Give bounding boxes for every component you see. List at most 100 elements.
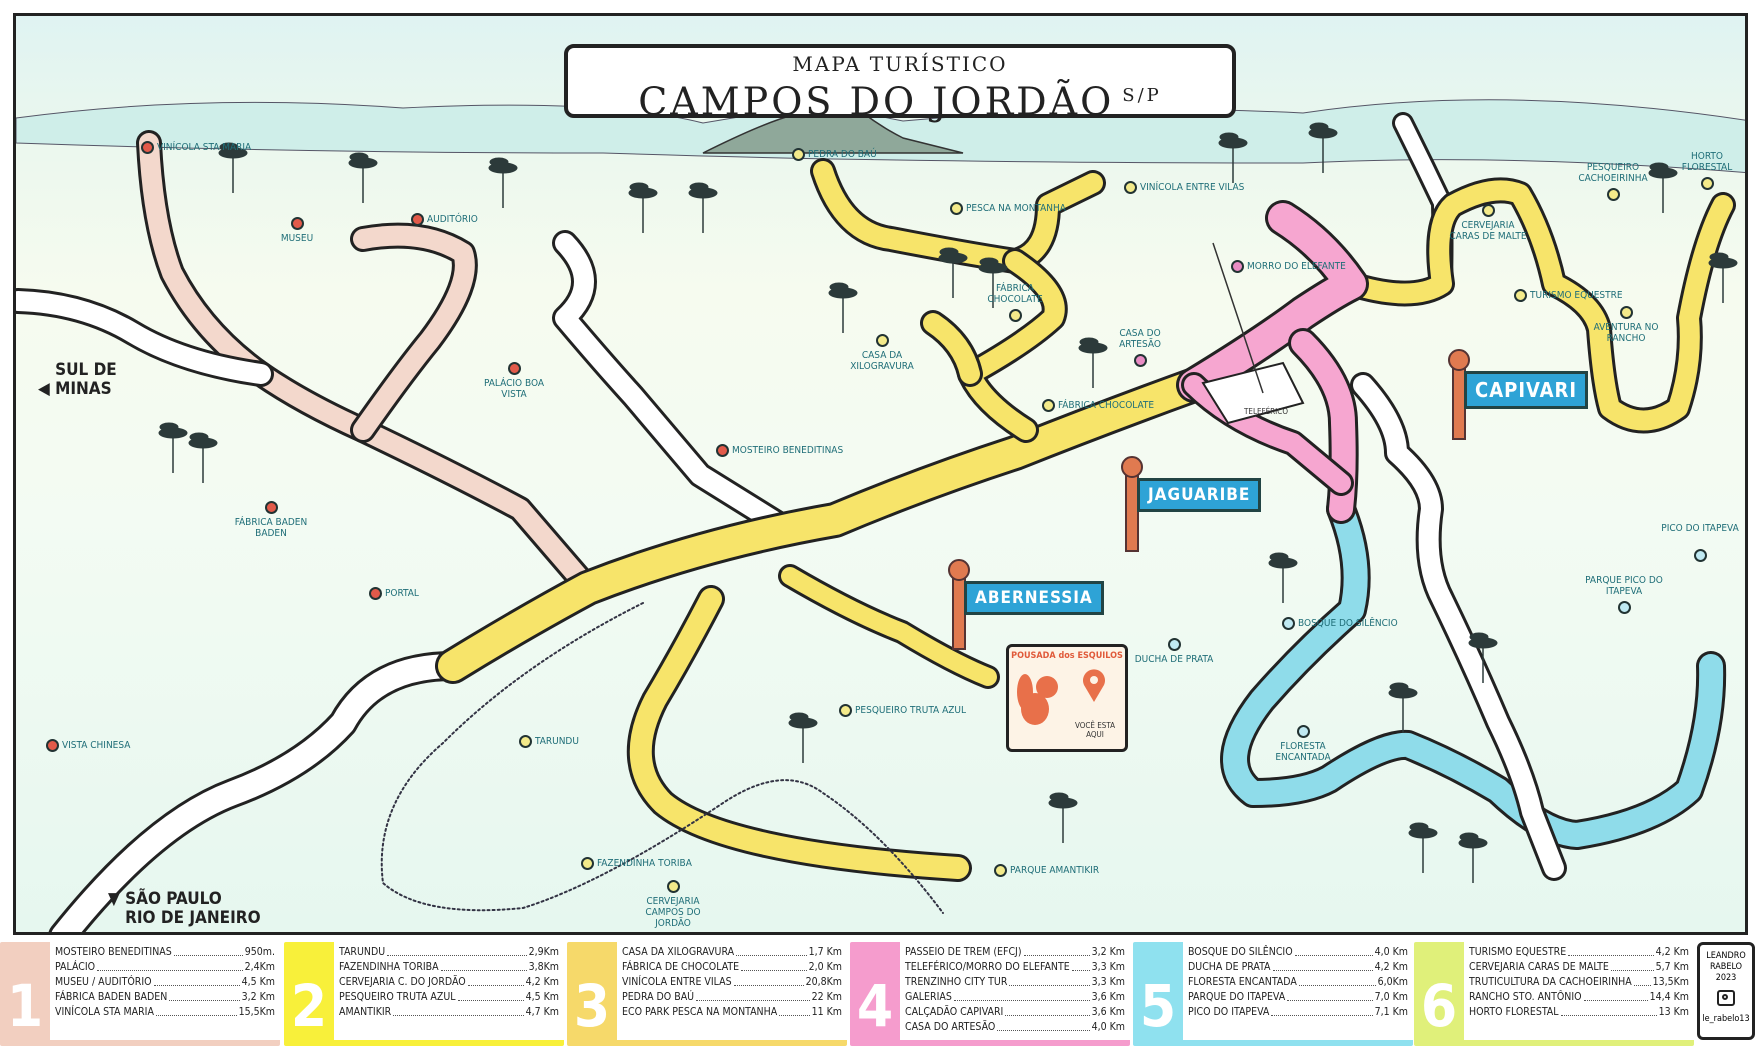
poi-marker[interactable] [667, 880, 680, 893]
road-beige [16, 130, 803, 932]
poi-marker[interactable] [1134, 354, 1147, 367]
poi-label[interactable]: PARQUE AMANTIKIR [1010, 865, 1100, 876]
poi-label[interactable]: PESQUEIRO TRUTA AZUL [855, 705, 966, 716]
poi-marker[interactable] [1297, 725, 1310, 738]
poi-label[interactable]: DUCHA DE PRATA [1134, 654, 1214, 665]
poi-label[interactable]: CASA DA XILOGRAVURA [850, 350, 914, 372]
poi-label[interactable]: PEDRA DO BAÚ [808, 149, 877, 160]
legend-item-distance: 14,4 Km [1649, 991, 1689, 1003]
poi-marker[interactable] [994, 864, 1007, 877]
legend-group-number: 2 [290, 972, 328, 1040]
poi-marker[interactable] [1168, 638, 1181, 651]
poi-label[interactable]: TARUNDU [535, 736, 579, 747]
legend-item-distance: 5,7 Km [1655, 961, 1689, 973]
poi-marker[interactable] [1607, 188, 1620, 201]
poi-label[interactable]: HORTO FLORESTAL [1681, 151, 1733, 173]
poi-marker[interactable] [792, 148, 805, 161]
poi-marker[interactable] [1514, 289, 1527, 302]
poi-label[interactable]: PESQUEIRO CACHOEIRINHA [1578, 162, 1648, 184]
poi-label[interactable]: MORRO DO ELEFANTE [1247, 261, 1346, 272]
poi-marker[interactable] [291, 217, 304, 230]
poi-marker[interactable] [1618, 601, 1631, 614]
author-handle[interactable]: le_rabelo13 [1702, 1014, 1750, 1024]
region-label: RIO DE JANEIRO [125, 908, 261, 928]
poi-label[interactable]: PORTAL [385, 588, 419, 599]
poi-marker[interactable] [411, 213, 424, 226]
legend-item-distance: 3,2 Km [1091, 946, 1125, 958]
poi-marker[interactable] [508, 362, 521, 375]
poi-label[interactable]: TURISMO EQUESTRE [1530, 290, 1623, 301]
poi-marker[interactable] [581, 857, 594, 870]
poi-label[interactable]: FAZENDINHA TORIBA [597, 858, 692, 869]
legend-item-name: PARQUE DO ITAPEVA [1188, 991, 1286, 1003]
poi-label[interactable]: CERVEJARIA CAMPOS DO JORDÃO [645, 896, 701, 929]
poi-label[interactable]: VISTA CHINESA [62, 740, 131, 751]
legend-item-distance: 2,9Km [528, 946, 559, 958]
poi-marker[interactable] [265, 501, 278, 514]
dotted-leader [1610, 970, 1654, 971]
poi-label[interactable]: PALÁCIO BOA VISTA [483, 378, 545, 400]
legend-item-distance: 1,7 Km [808, 946, 842, 958]
poi-label[interactable]: PARQUE PICO DO ITAPEVA [1585, 575, 1663, 597]
poi-label[interactable]: MOSTEIRO BENEDITINAS [732, 445, 844, 456]
dotted-leader [393, 1015, 524, 1016]
poi-label[interactable]: AVENTURA NO RANCHO [1593, 322, 1659, 344]
poi-marker[interactable] [141, 141, 154, 154]
legend-item-distance: 7,0 Km [1374, 991, 1408, 1003]
poi-marker[interactable] [876, 334, 889, 347]
poi-marker[interactable] [1694, 549, 1707, 562]
legend-item-distance: 2,4Km [244, 961, 275, 973]
poi-label[interactable]: BOSQUE DO SILÊNCIO [1298, 618, 1398, 629]
poi-marker[interactable] [950, 202, 963, 215]
legend-item-name: MUSEU / AUDITÓRIO [55, 976, 152, 988]
dotted-leader [97, 970, 243, 971]
poi-label[interactable]: FÁBRICA BADEN BADEN [234, 517, 308, 539]
poi-label[interactable]: PICO DO ITAPEVA [1661, 523, 1739, 534]
poi-marker[interactable] [1009, 309, 1022, 322]
poi-label[interactable]: CASA DO ARTESÃO [1119, 328, 1161, 350]
author-name: LEANDRO RABELO [1706, 951, 1746, 972]
poi-label[interactable]: MUSEU [280, 233, 314, 244]
dotted-leader [387, 955, 527, 956]
poi-marker[interactable] [1620, 306, 1633, 319]
poi-marker[interactable] [1042, 399, 1055, 412]
legend-item-distance: 3,3 Km [1091, 961, 1125, 973]
instagram-icon [1717, 990, 1735, 1006]
poi-label[interactable]: PESCA NA MONTANHA [966, 203, 1066, 214]
poi-marker[interactable] [519, 735, 532, 748]
sign-capivari: CAPIVARI [1464, 371, 1589, 409]
poi-label[interactable]: VINÍCOLA STA MARIA [157, 142, 252, 153]
poi-label[interactable]: FLORESTA ENCANTADA [1275, 741, 1331, 763]
poi-label[interactable]: FÁBRICA CHOCOLATE [987, 283, 1043, 305]
poi-marker[interactable] [1282, 617, 1295, 630]
dotted-leader [953, 1000, 1090, 1001]
poi-marker[interactable] [369, 587, 382, 600]
poi-marker[interactable] [1231, 260, 1244, 273]
poi-marker[interactable] [716, 444, 729, 457]
poi-label[interactable]: CERVEJARIA CARAS DE MALTE [1449, 220, 1527, 242]
poi-marker[interactable] [839, 704, 852, 717]
squirrel-icon [1017, 674, 1058, 725]
dotted-leader [1271, 1015, 1373, 1016]
poi-label[interactable]: VINÍCOLA ENTRE VILAS [1140, 182, 1245, 193]
dotted-leader [741, 970, 807, 971]
legend-item-distance: 15,5Km [238, 1006, 275, 1018]
poi-marker[interactable] [46, 739, 59, 752]
poi-marker[interactable] [1701, 177, 1714, 190]
legend-item-distance: 6,0Km [1377, 976, 1408, 988]
poi-label[interactable]: FÁBRICA CHOCOLATE [1058, 400, 1155, 411]
poi-marker[interactable] [1482, 204, 1495, 217]
dotted-leader [457, 1000, 524, 1001]
legend-item-distance: 20,8Km [805, 976, 842, 988]
poi-label[interactable]: AUDITÓRIO [427, 214, 478, 225]
poi-marker[interactable] [1124, 181, 1137, 194]
legend-item-name: VINÍCOLA STA MARIA [55, 1006, 154, 1018]
